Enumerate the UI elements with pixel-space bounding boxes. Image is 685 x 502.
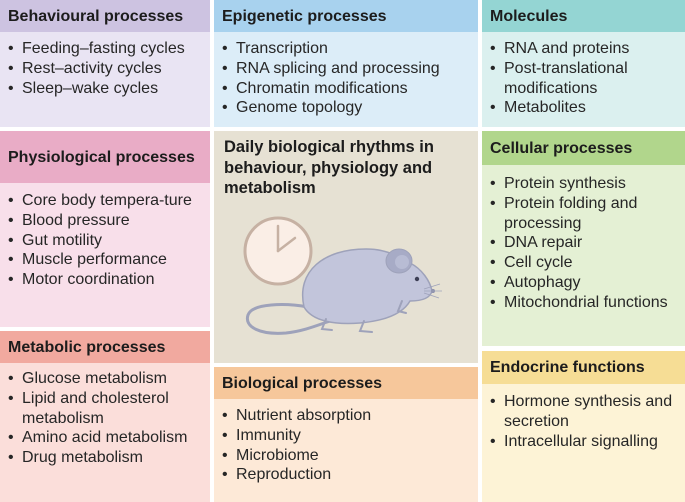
panel-endocrine: Endocrine functions Hormone synthesis an… xyxy=(482,351,685,502)
list-item: Rest–activity cycles xyxy=(8,59,206,79)
list-item: Protein synthesis xyxy=(490,174,681,194)
list-item: Genome topology xyxy=(222,98,474,118)
panel-title: Epigenetic processes xyxy=(222,7,387,25)
item-list: Protein synthesis Protein folding and pr… xyxy=(490,174,681,313)
list-item: Gut motility xyxy=(8,231,206,251)
panel-title: Behavioural processes xyxy=(8,7,184,25)
list-item: Reproduction xyxy=(222,465,474,485)
center-title: Daily biological rhythms in behaviour, p… xyxy=(224,138,434,197)
panel-cellular: Cellular processes Protein synthesis Pro… xyxy=(482,131,685,346)
list-item: Cell cycle xyxy=(490,253,681,273)
item-list: Nutrient absorption Immunity Microbiome … xyxy=(222,406,474,485)
item-list: Core body tempera-ture Blood pressure Gu… xyxy=(8,191,206,290)
panel-metabolic: Metabolic processes Glucose metabolism L… xyxy=(0,331,210,502)
item-list: Feeding–fasting cycles Rest–activity cyc… xyxy=(8,39,206,98)
panel-biological: Biological processes Nutrient absorption… xyxy=(214,367,478,502)
panel-behavioural: Behavioural processes Feeding–fasting cy… xyxy=(0,0,210,127)
list-item: Protein folding and processing xyxy=(490,194,681,234)
list-item: Drug metabolism xyxy=(8,448,206,468)
panel-header: Epigenetic processes xyxy=(214,0,478,32)
panel-title: Physiological processes xyxy=(8,148,195,166)
panel-header: Metabolic processes xyxy=(0,331,210,363)
list-item: Chromatin modifications xyxy=(222,79,474,99)
list-item: RNA and proteins xyxy=(490,39,681,59)
panel-physiological: Physiological processes Core body temper… xyxy=(0,131,210,327)
clock-icon xyxy=(243,216,313,286)
list-item: Muscle performance xyxy=(8,250,206,270)
panel-header: Physiological processes xyxy=(0,131,210,183)
list-item: DNA repair xyxy=(490,233,681,253)
panel-header: Biological processes xyxy=(214,367,478,399)
panel-title: Endocrine functions xyxy=(490,359,645,376)
list-item: Microbiome xyxy=(222,446,474,466)
list-item: Sleep–wake cycles xyxy=(8,79,206,99)
list-item: Autophagy xyxy=(490,273,681,293)
item-list: RNA and proteins Post-translational modi… xyxy=(490,39,681,118)
list-item: RNA splicing and processing xyxy=(222,59,474,79)
list-item: Hormone synthesis and secretion xyxy=(490,392,681,432)
panel-epigenetic: Epigenetic processes Transcription RNA s… xyxy=(214,0,478,127)
list-item: Nutrient absorption xyxy=(222,406,474,426)
panel-title: Cellular processes xyxy=(490,139,633,157)
item-list: Transcription RNA splicing and processin… xyxy=(222,39,474,118)
item-list: Glucose metabolism Lipid and cholesterol… xyxy=(8,369,206,468)
panel-header: Cellular processes xyxy=(482,131,685,165)
panel-title: Metabolic processes xyxy=(8,338,166,356)
list-item: Mitochondrial functions xyxy=(490,293,681,313)
panel-molecules: Molecules RNA and proteins Post-translat… xyxy=(482,0,685,127)
panel-title: Biological processes xyxy=(222,374,383,392)
list-item: Feeding–fasting cycles xyxy=(8,39,206,59)
panel-header: Molecules xyxy=(482,0,685,32)
list-item: Transcription xyxy=(222,39,474,59)
list-item: Amino acid metabolism xyxy=(8,428,206,448)
list-item: Immunity xyxy=(222,426,474,446)
list-item: Lipid and cholesterol metabolism xyxy=(8,389,206,429)
panel-header: Endocrine functions xyxy=(482,351,685,384)
mouse-illustration xyxy=(245,248,442,335)
list-item: Blood pressure xyxy=(8,211,206,231)
center-illustration xyxy=(243,216,442,335)
list-item: Post-translational modifications xyxy=(490,59,681,99)
list-item: Glucose metabolism xyxy=(8,369,206,389)
item-list: Hormone synthesis and secretion Intracel… xyxy=(490,392,681,451)
panel-header: Behavioural processes xyxy=(0,0,210,32)
list-item: Motor coordination xyxy=(8,270,206,290)
list-item: Intracellular signalling xyxy=(490,432,681,452)
panel-title: Molecules xyxy=(490,7,568,25)
list-item: Metabolites xyxy=(490,98,681,118)
list-item: Core body tempera-ture xyxy=(8,191,206,211)
